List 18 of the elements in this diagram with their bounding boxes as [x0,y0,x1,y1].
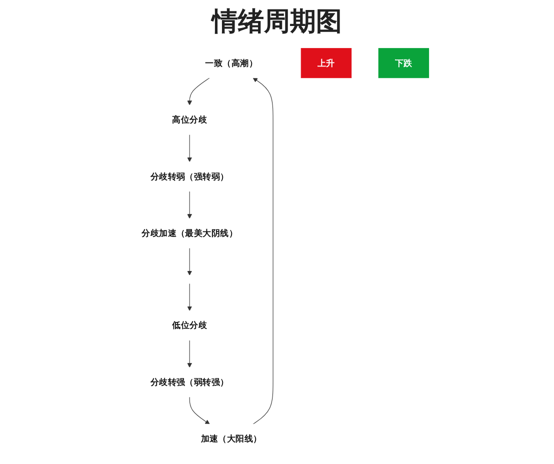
arrow [187,283,192,311]
node-text: 加速（大阳线） [200,433,262,444]
node-text: 低位分歧 [172,320,208,330]
node-text: 一致（高潮） [205,58,258,68]
arrow [252,78,274,424]
arrow [187,248,192,276]
diagram-title: 情绪周期图 [210,6,343,39]
node-text: 分歧转弱（强转弱） [150,171,229,182]
node-text: 分歧加速（最美大阴线） [142,228,238,238]
node-text: 分歧转强（弱转强） [150,376,229,388]
arrow [187,78,210,106]
arrow [189,396,210,424]
arrow [187,191,192,219]
node-box: 下跌 [378,48,430,78]
arrow [187,134,192,162]
node-text: 高位分歧 [172,114,208,125]
arrow [187,340,192,368]
node-box: 上升 [300,48,352,78]
